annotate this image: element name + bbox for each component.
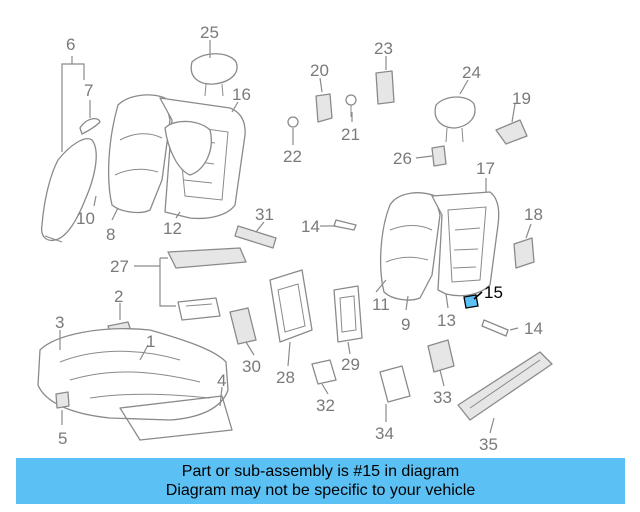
seat-parts-diagram: 6 7 25 16 20 21 22 23 24 19 26 17 18 14 … [37,23,553,454]
callout-8: 8 [106,225,115,244]
callout-21: 21 [341,125,360,144]
callout-7: 7 [84,81,93,100]
banner-line-disclaimer: Diagram may not be specific to your vehi… [165,482,476,499]
seat-cushion [37,328,229,421]
callout-34: 34 [375,424,394,443]
callout-3: 3 [55,313,64,332]
callout-26: 26 [393,149,412,168]
backrest-cover [164,120,212,176]
cupholder-27 [177,297,221,321]
bracket-18 [513,237,535,269]
callout-18: 18 [524,205,543,224]
callout-20: 20 [310,61,329,80]
bolt-14-upper [333,219,357,231]
leader-lines [59,40,532,434]
part-info-banner: Part or sub-assembly is #15 in diagram D… [16,458,625,504]
bolt-14-lower [481,319,509,337]
guide-26 [431,145,447,167]
callout-30: 30 [242,357,261,376]
callout-13: 13 [437,311,456,330]
callout-14-upper: 14 [301,217,320,236]
callout-19: 19 [512,89,531,108]
banner-line-part: Part or sub-assembly is #15 in diagram [181,463,460,480]
callout-23: 23 [374,39,393,58]
callout-4: 4 [217,371,226,390]
bracket-20 [315,93,333,123]
callout-25: 25 [200,23,219,42]
callout-27: 27 [110,257,129,276]
callout-35: 35 [479,435,498,454]
trim-30 [229,307,257,345]
side-trim-panel [40,138,97,242]
callout-11: 11 [372,295,390,314]
seat-frame-4 [119,395,233,441]
callout-22: 22 [283,147,302,166]
trim-strip-31 [234,225,277,249]
callout-16: 16 [232,85,251,104]
latch-cover-23 [375,70,395,105]
callout-29: 29 [341,355,360,374]
callout-14-lower: 14 [524,319,543,338]
bracket-33 [427,339,455,373]
callout-2: 2 [114,287,123,306]
backrest-frame-right [431,191,500,297]
headrest-upper-right [434,96,476,129]
bracket-5 [55,391,70,409]
callout-24: 24 [462,63,481,82]
callout-32: 32 [316,396,335,415]
armrest-27 [167,247,247,269]
backrest-cushion-left [107,94,171,214]
panel-28 [269,269,313,343]
trim-clip [79,117,101,135]
headrest-upper-left [190,53,238,85]
callout-28: 28 [276,368,295,387]
callout-33: 33 [433,388,452,407]
nut-22 [287,116,299,128]
callout-1: 1 [146,332,155,351]
callout-15-highlighted: 15 [484,283,503,302]
seat-rail-35 [457,351,553,421]
callout-6: 6 [66,35,75,54]
backrest-cushion-right [379,192,441,301]
callout-12: 12 [163,219,182,238]
panel-29 [333,285,363,343]
bracket-19 [495,119,528,145]
callout-5: 5 [58,429,67,448]
bracket-32 [311,359,337,385]
callout-17: 17 [476,159,495,178]
bolt-21 [345,94,357,106]
callout-10: 10 [76,209,95,228]
callout-9: 9 [401,315,410,334]
callout-31: 31 [255,205,274,224]
bracket-34 [379,365,411,403]
